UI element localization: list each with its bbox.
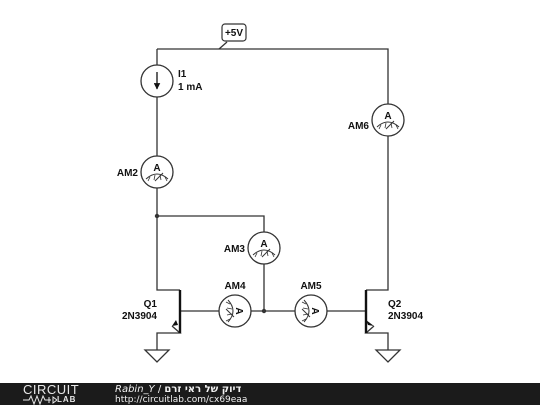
ammeter-symbol: A bbox=[260, 239, 267, 250]
transistor-model: 2N3904 bbox=[388, 311, 423, 322]
ammeter-icon: A bbox=[140, 155, 174, 189]
ammeter-symbol: A bbox=[153, 163, 160, 174]
ammeter-am6[interactable]: A AM6 bbox=[348, 103, 405, 137]
ground-icon bbox=[143, 349, 171, 363]
supply-label: +5V bbox=[225, 28, 243, 39]
ground-icon bbox=[374, 349, 402, 363]
npn-transistor-icon bbox=[172, 290, 182, 333]
logo-text-lab: LAB bbox=[57, 395, 77, 404]
ammeter-icon: A bbox=[218, 294, 252, 328]
wire-am6-to-q2-collector bbox=[366, 136, 389, 291]
junction-dot-feedback bbox=[154, 213, 160, 219]
ammeter-symbol: A bbox=[384, 111, 391, 122]
current-source-i1[interactable]: I1 1 mA bbox=[140, 64, 202, 98]
ammeter-am3[interactable]: A AM3 bbox=[224, 231, 281, 265]
resistor-icon bbox=[23, 395, 57, 405]
ammeter-label: AM3 bbox=[224, 244, 246, 255]
circuit-credit: Rabin_Y / דיוק של ראי זרם bbox=[115, 384, 241, 395]
logo-text-circuit: CIRCUIT bbox=[23, 382, 80, 397]
wire-q1-emitter-to-ground bbox=[156, 325, 182, 350]
ground-q2 bbox=[374, 349, 402, 363]
current-source-value: 1 mA bbox=[178, 82, 202, 93]
ammeter-label: AM4 bbox=[224, 281, 246, 292]
circuit-title: דיוק של ראי זרם bbox=[164, 384, 242, 395]
ammeter-am5[interactable]: A AM5 bbox=[294, 281, 328, 328]
ammeter-label: AM2 bbox=[117, 168, 139, 179]
transistor-name: Q2 bbox=[388, 299, 402, 310]
ammeter-label: AM5 bbox=[300, 281, 322, 292]
footer-bar: CIRCUIT LAB Rabin_Y / דיוק של ראי זרם ht… bbox=[0, 383, 540, 405]
wire-am2-to-q1-collector bbox=[156, 188, 180, 291]
author-name[interactable]: Rabin_Y bbox=[115, 384, 155, 395]
ammeter-symbol: A bbox=[233, 307, 244, 314]
ammeter-icon: A bbox=[294, 294, 328, 328]
current-source-name: I1 bbox=[178, 69, 187, 80]
junction-dot-base-node bbox=[261, 308, 267, 314]
transistor-model: 2N3904 bbox=[122, 311, 157, 322]
wire-q2-emitter-to-ground bbox=[364, 325, 389, 350]
ammeter-symbol: A bbox=[309, 307, 320, 314]
ammeter-am4[interactable]: A AM4 bbox=[218, 281, 252, 328]
transistor-name: Q1 bbox=[144, 299, 158, 310]
circuitlab-logo[interactable]: CIRCUIT LAB bbox=[23, 383, 95, 405]
credit-separator: / bbox=[154, 384, 165, 395]
npn-transistor-icon bbox=[364, 290, 374, 333]
ammeter-am2[interactable]: A AM2 bbox=[117, 155, 174, 189]
wires bbox=[156, 48, 389, 350]
wire-top-rail bbox=[157, 48, 389, 104]
ammeter-icon: A bbox=[247, 231, 281, 265]
supply-flag[interactable]: +5V bbox=[218, 23, 247, 50]
ammeter-icon: A bbox=[371, 103, 405, 137]
circuit-url-link[interactable]: http://circuitlab.com/cx69eaa bbox=[115, 395, 248, 405]
ammeter-label: AM6 bbox=[348, 121, 370, 132]
wire-q1-base-feedback bbox=[157, 215, 265, 232]
ground-q1 bbox=[143, 349, 171, 363]
